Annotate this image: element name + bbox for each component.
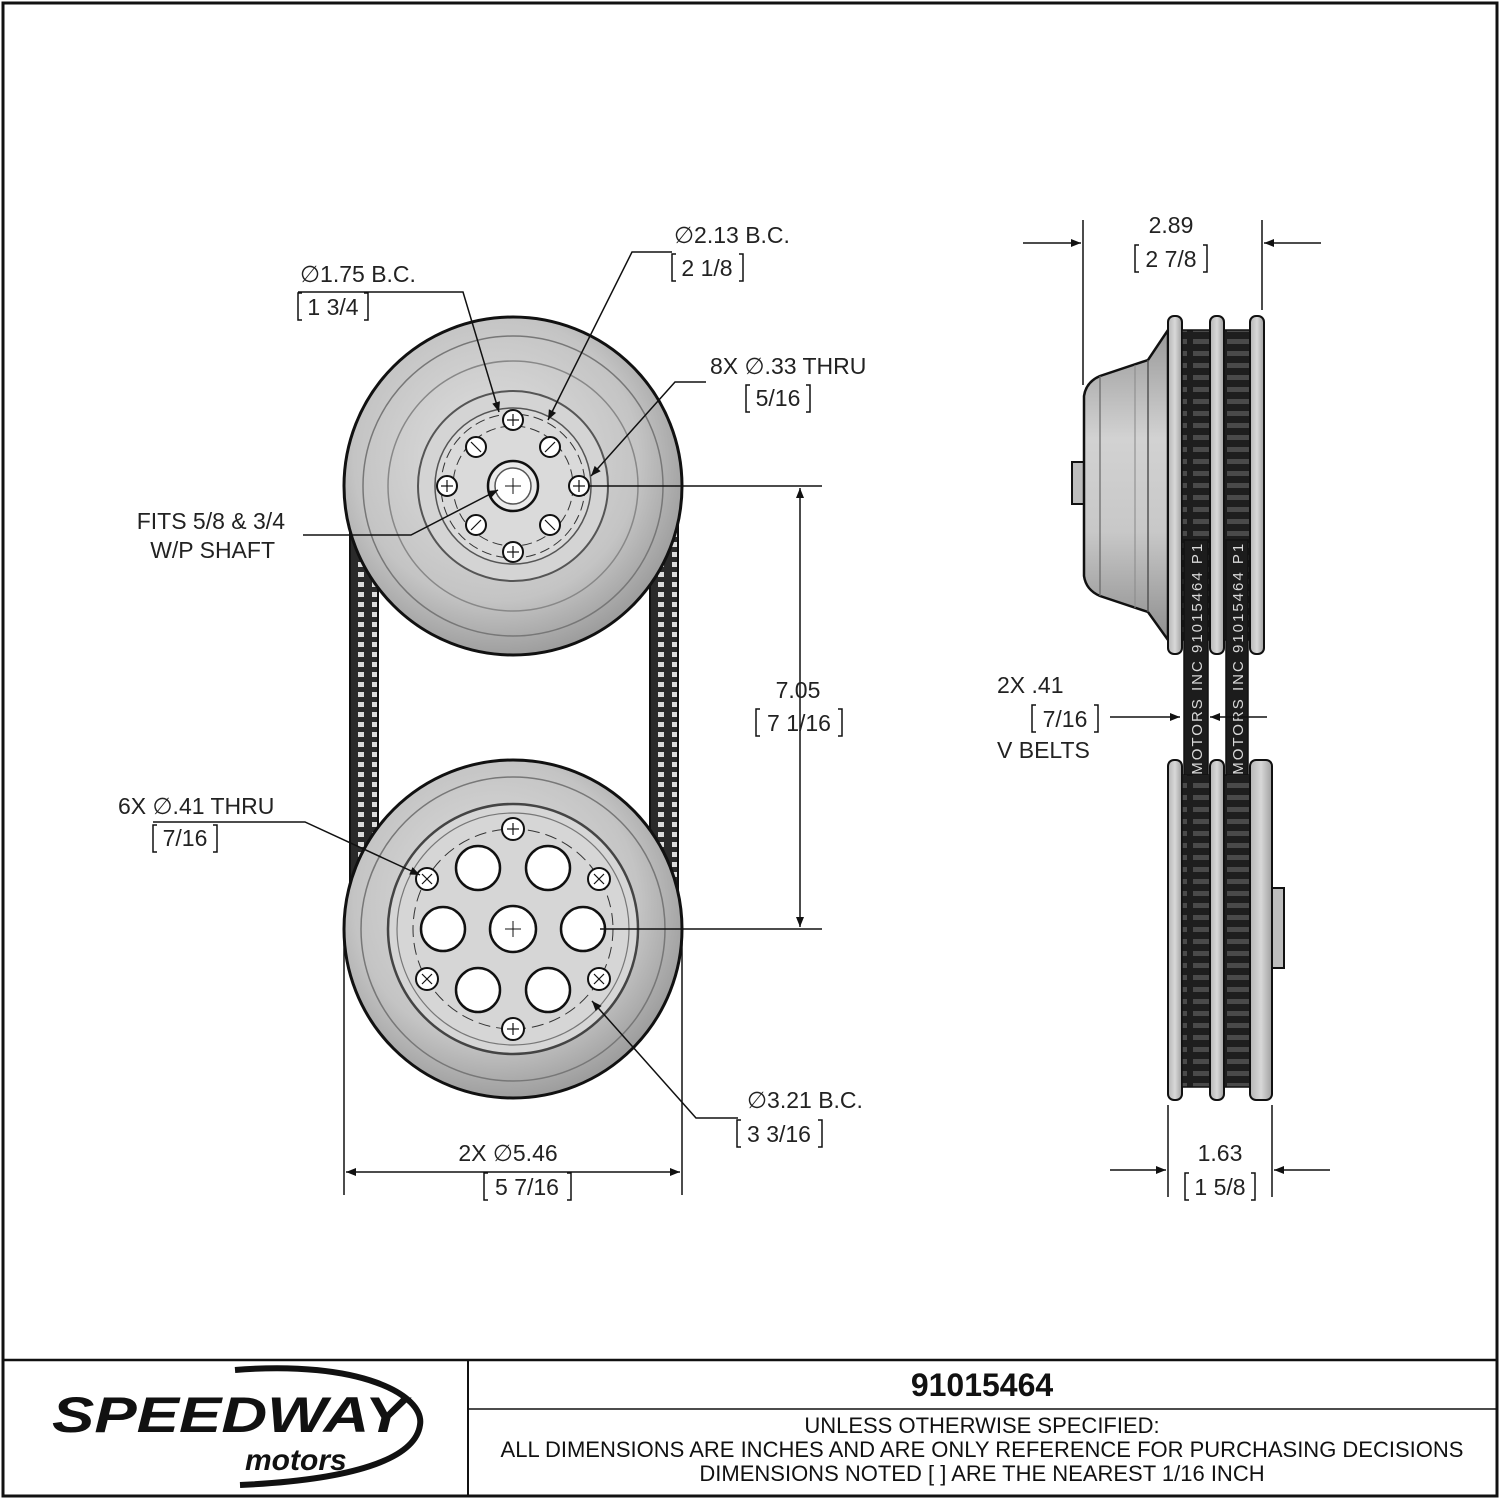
holes-top-label: 8X ∅.33 THRU [710, 353, 866, 379]
shaft-note-line2: W/P SHAFT [150, 537, 275, 563]
company-logo: SPEEDWAY motors [52, 1365, 424, 1488]
svg-text:7/16: 7/16 [163, 825, 208, 851]
center-distance-frac: 7 1/16 [755, 708, 843, 737]
diameter-frac: 5 7/16 [483, 1172, 572, 1201]
svg-text:2 1/8: 2 1/8 [681, 255, 732, 281]
belt-width-frac: 7/16 [1031, 704, 1099, 733]
overall-width-label: 2.89 [1149, 212, 1194, 238]
bc-small-label: ∅1.75 B.C. [300, 261, 416, 287]
logo-speedway: SPEEDWAY [52, 1387, 413, 1443]
svg-text:1 3/4: 1 3/4 [307, 294, 358, 320]
part-number: 91015464 [911, 1367, 1054, 1403]
front-dimension-labels: ∅1.75 B.C. 1 3/4 ∅2.13 B.C. 2 1/8 8X ∅.3… [118, 222, 866, 1201]
bc-mid-frac: 2 1/8 [671, 253, 744, 282]
svg-text:5 7/16: 5 7/16 [495, 1174, 559, 1200]
pulley-width-label: 1.63 [1198, 1140, 1243, 1166]
shaft-note-line1: FITS 5/8 & 3/4 [137, 508, 285, 534]
lightening-holes [419, 844, 607, 1014]
belt-width-label: 2X .41 [997, 672, 1064, 698]
side-dimension-lines [1023, 220, 1330, 1197]
svg-text:7 1/16: 7 1/16 [767, 710, 831, 736]
logo-motors: motors [245, 1444, 347, 1477]
side-dimension-labels: 2.89 2 7/8 2X .41 7/16 V BELTS 1.63 1 5/… [997, 212, 1256, 1201]
note-line-1: UNLESS OTHERWISE SPECIFIED: [804, 1413, 1159, 1438]
bc-large-label: ∅3.21 B.C. [747, 1087, 863, 1113]
diameter-label: 2X ∅5.46 [458, 1140, 557, 1166]
side-bottom-pulley [1167, 759, 1285, 1101]
top-pulley [342, 315, 684, 657]
svg-text:3 3/16: 3 3/16 [747, 1121, 811, 1147]
bc-large-frac: 3 3/16 [736, 1119, 823, 1148]
svg-text:2 7/8: 2 7/8 [1145, 246, 1196, 272]
side-view: SPEEDWAY MOTORS INC 91015464 P1 SPEEDWAY… [997, 212, 1330, 1201]
holes-top-frac: 5/16 [745, 384, 811, 413]
front-leaders [153, 251, 822, 1195]
holes-bottom-frac: 7/16 [152, 824, 218, 853]
center-distance-label: 7.05 [776, 677, 821, 703]
note-line-2: ALL DIMENSIONS ARE INCHES AND ARE ONLY R… [501, 1437, 1464, 1462]
v-belts-label: V BELTS [997, 737, 1090, 763]
pulley-width-frac: 1 5/8 [1184, 1172, 1256, 1201]
bc-mid-label: ∅2.13 B.C. [674, 222, 790, 248]
note-line-3: DIMENSIONS NOTED [ ] ARE THE NEAREST 1/1… [699, 1461, 1264, 1486]
svg-text:7/16: 7/16 [1043, 706, 1088, 732]
overall-width-frac: 2 7/8 [1134, 244, 1208, 273]
front-view: ∅1.75 B.C. 1 3/4 ∅2.13 B.C. 2 1/8 8X ∅.3… [118, 222, 866, 1201]
holes-bottom-label: 6X ∅.41 THRU [118, 793, 274, 819]
bc-small-frac: 1 3/4 [297, 292, 369, 321]
svg-text:1 5/8: 1 5/8 [1194, 1174, 1245, 1200]
title-block: SPEEDWAY motors 91015464 UNLESS OTHERWIS… [3, 1358, 1497, 1496]
svg-text:5/16: 5/16 [756, 385, 801, 411]
